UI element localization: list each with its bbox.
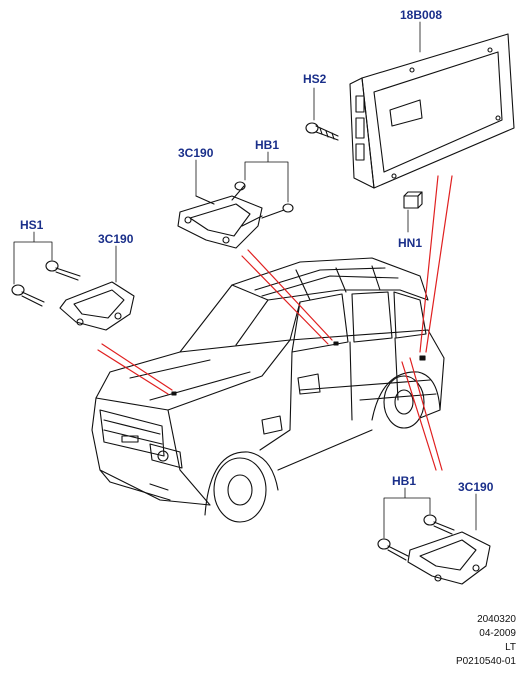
callout-3c190-upper: 3C190 [178,146,214,160]
callout-hs1: HS1 [20,218,44,232]
control-module-illustration [349,33,515,189]
footer-ref: P0210540-01 [455,656,516,667]
callout-hb1-lower: HB1 [392,474,417,488]
bracket-left-illustration [11,260,135,331]
vehicle-illustration [91,257,445,523]
screw-hs2-illustration [305,122,339,141]
callout-hn1: HN1 [398,236,423,250]
bracket-lower-illustration [377,514,491,585]
callout-hb1-upper: HB1 [255,138,280,152]
bracket-upper-illustration [177,181,294,249]
footer-code: 2040320 [477,614,516,625]
footer-region: LT [505,642,516,653]
callout-18b008: 18B008 [400,8,443,22]
callout-pointers [13,21,477,539]
nut-hn1-illustration [403,191,423,209]
callout-3c190-left: 3C190 [98,232,134,246]
callout-hs2: HS2 [303,72,327,86]
leader-lines [97,175,453,471]
callout-3c190-lower: 3C190 [458,480,494,494]
footer-date: 04-2009 [479,628,516,639]
